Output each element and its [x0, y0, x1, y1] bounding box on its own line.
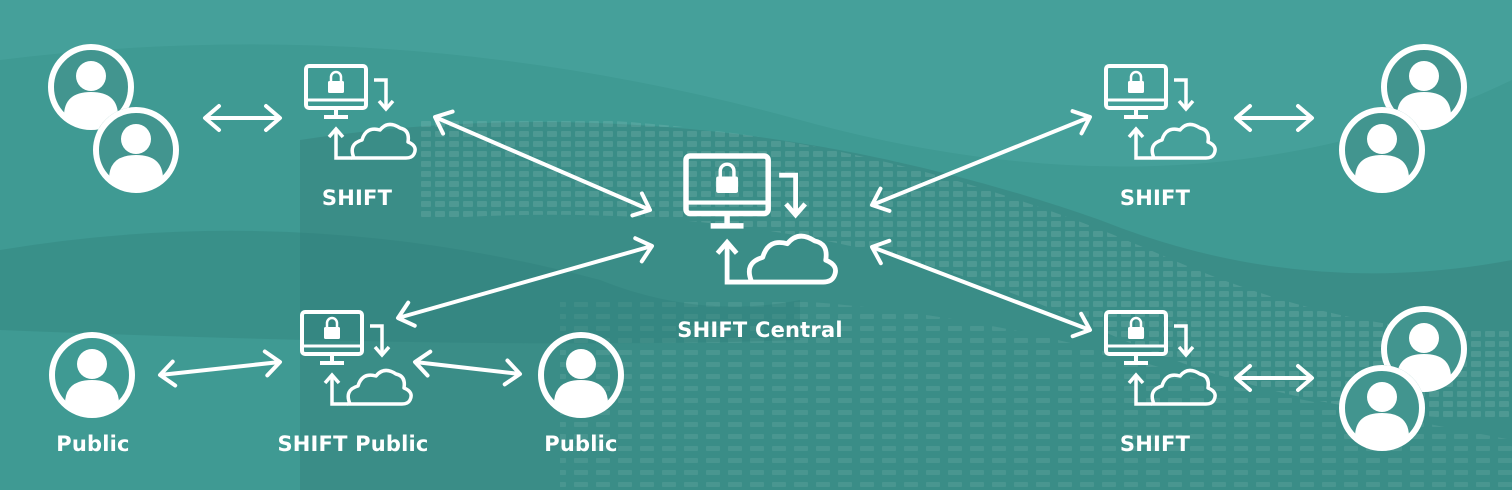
shift-node-label: SHIFT — [321, 186, 393, 210]
public-user-label: Public — [544, 432, 618, 456]
public-user-label: Public — [56, 432, 130, 456]
double-arrow-icon — [865, 233, 1097, 344]
double-arrow-icon — [203, 104, 282, 132]
shift-node-label: SHIFT — [1119, 186, 1191, 210]
shift-central-label: SHIFT Central — [677, 318, 843, 342]
double-arrow-icon — [865, 103, 1097, 219]
data-texture — [560, 296, 1512, 490]
double-arrow-icon — [1234, 364, 1314, 392]
double-arrow-icon — [1234, 104, 1314, 132]
double-arrow-icon — [411, 348, 524, 388]
double-arrow-icon — [156, 348, 284, 389]
data-texture — [420, 117, 1512, 420]
shift-node-label: SHIFT — [1119, 432, 1191, 456]
background-band — [0, 230, 800, 344]
shift-public-label: SHIFT Public — [277, 432, 429, 456]
background-band — [0, 0, 1512, 167]
double-arrow-icon — [428, 103, 657, 224]
double-arrow-icon — [392, 232, 658, 332]
